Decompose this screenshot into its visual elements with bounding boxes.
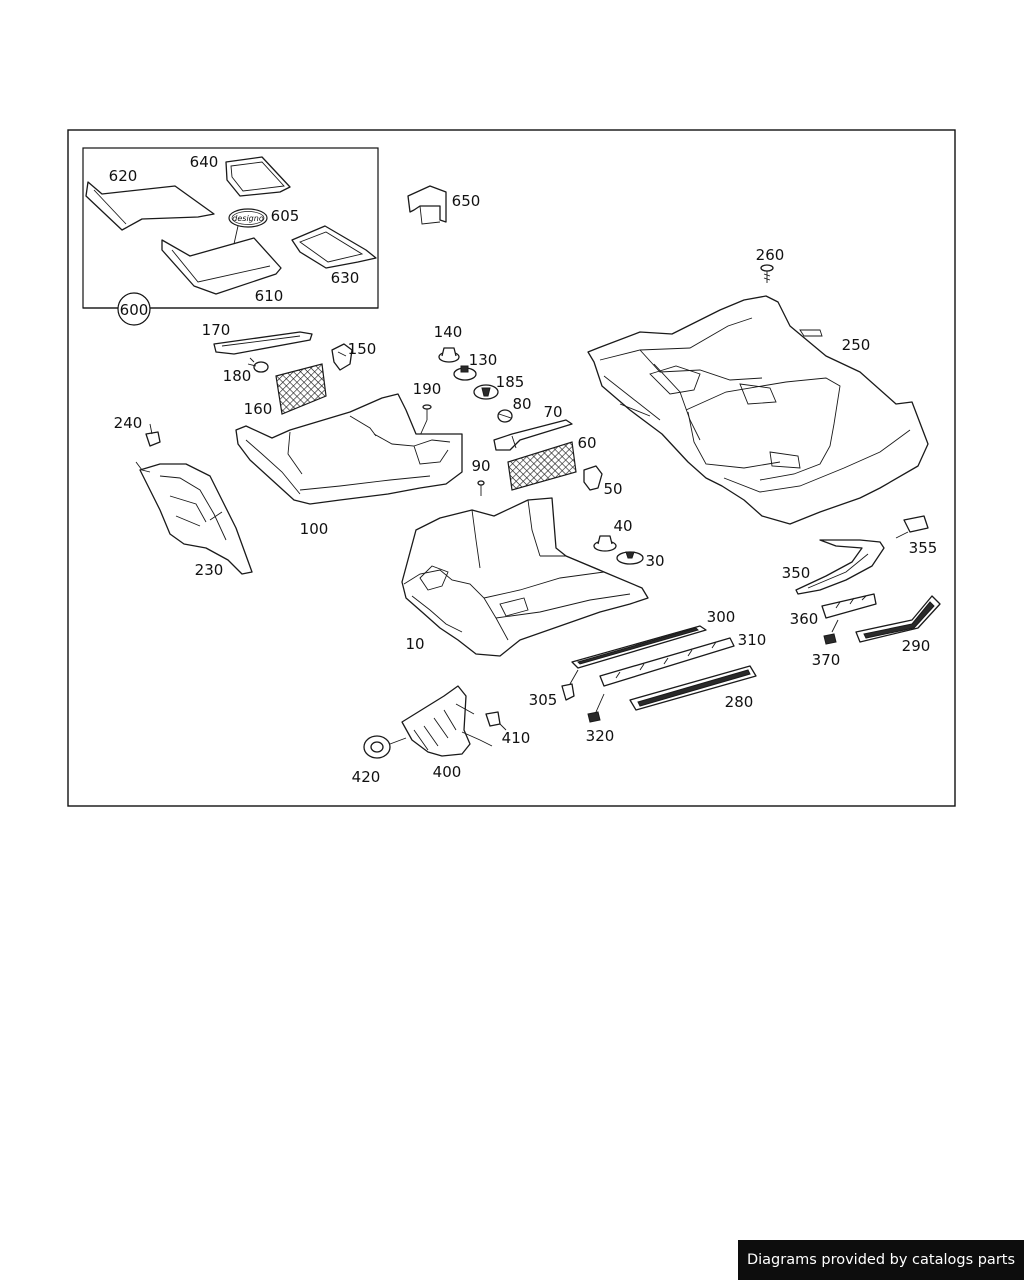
sill-strip-300 xyxy=(571,625,707,669)
callout-260: 260 xyxy=(756,246,785,264)
clip-305 xyxy=(561,669,579,701)
clip-50 xyxy=(583,465,603,491)
callout-190: 190 xyxy=(413,380,442,398)
grommet-140 xyxy=(438,347,460,363)
clip-150 xyxy=(331,343,353,371)
callout-140: 140 xyxy=(434,323,463,341)
callout-160: 160 xyxy=(244,400,273,418)
panel-400 xyxy=(401,685,493,757)
bracket-230 xyxy=(135,461,253,575)
callout-400: 400 xyxy=(433,763,462,781)
front-carpet-10 xyxy=(401,497,649,657)
clip-650 xyxy=(407,185,447,225)
screw-190 xyxy=(417,404,432,441)
floor-mat-640 xyxy=(225,156,291,197)
trim-strip-70 xyxy=(493,419,573,451)
screw-180 xyxy=(247,357,269,373)
callout-labels: 600 620 640 605 610 630 650 260 250 170 150 180 160 1… xyxy=(109,153,938,786)
callout-170: 170 xyxy=(202,321,231,339)
side-trim-100 xyxy=(235,393,463,505)
floor-carpet-250 xyxy=(587,295,929,525)
grommet-420 xyxy=(363,735,407,759)
callout-40: 40 xyxy=(613,517,632,535)
callout-300: 300 xyxy=(707,608,736,626)
callout-620: 620 xyxy=(109,167,138,185)
callout-80: 80 xyxy=(512,395,531,413)
sill-strip-350 xyxy=(795,539,885,595)
callout-600: 600 xyxy=(120,301,149,319)
callout-360: 360 xyxy=(790,610,819,628)
clip-355 xyxy=(895,515,929,539)
designo-badge-605: designo xyxy=(228,208,268,245)
bracket-360 xyxy=(821,593,877,619)
callout-180: 180 xyxy=(223,367,252,385)
callout-305: 305 xyxy=(529,691,558,709)
callout-230: 230 xyxy=(195,561,224,579)
clip-320 xyxy=(587,693,605,723)
nut-240 xyxy=(145,423,161,447)
floor-mat-630 xyxy=(291,225,377,269)
clip-410 xyxy=(485,711,507,731)
screw-80 xyxy=(497,409,513,423)
callout-10: 10 xyxy=(405,635,424,653)
grommet-40 xyxy=(593,535,617,552)
callout-70: 70 xyxy=(543,403,562,421)
clip-370 xyxy=(823,619,839,645)
grommet-30 xyxy=(616,551,644,565)
callout-130: 130 xyxy=(469,351,498,369)
callout-290: 290 xyxy=(902,637,931,655)
callout-650: 650 xyxy=(452,192,481,210)
screw-260 xyxy=(760,264,774,283)
callout-60: 60 xyxy=(577,434,596,452)
callout-185: 185 xyxy=(496,373,525,391)
storage-net-60 xyxy=(507,441,577,491)
sill-plate-280 xyxy=(629,665,757,711)
callout-640: 640 xyxy=(190,153,219,171)
floor-mat-620 xyxy=(85,181,215,231)
trim-strip-170 xyxy=(213,331,313,355)
callout-320: 320 xyxy=(586,727,615,745)
callout-355: 355 xyxy=(909,539,938,557)
callout-370: 370 xyxy=(812,651,841,669)
sill-bracket-310 xyxy=(599,637,735,687)
callout-280: 280 xyxy=(725,693,754,711)
footer-credit: Diagrams provided by catalogs parts xyxy=(738,1240,1024,1280)
diagram-frame xyxy=(67,129,956,807)
callout-605: 605 xyxy=(271,207,300,225)
storage-net-160 xyxy=(275,363,327,415)
callout-50: 50 xyxy=(603,480,622,498)
callout-310: 310 xyxy=(738,631,767,649)
callout-350: 350 xyxy=(782,564,811,582)
callout-630: 630 xyxy=(331,269,360,287)
callout-100: 100 xyxy=(300,520,329,538)
badge-text: designo xyxy=(232,214,264,223)
callout-410: 410 xyxy=(502,729,531,747)
callout-circle-600 xyxy=(117,292,151,326)
callout-30: 30 xyxy=(645,552,664,570)
floor-mat-610 xyxy=(161,237,282,295)
sill-strip-290 xyxy=(855,595,941,643)
fastener-185 xyxy=(473,384,499,400)
washer-130 xyxy=(453,365,477,381)
screw-90 xyxy=(477,480,485,496)
callout-250: 250 xyxy=(842,336,871,354)
callout-420: 420 xyxy=(352,768,381,786)
callout-150: 150 xyxy=(348,340,377,358)
callout-240: 240 xyxy=(114,414,143,432)
callout-610: 610 xyxy=(255,287,284,305)
callout-90: 90 xyxy=(471,457,490,475)
